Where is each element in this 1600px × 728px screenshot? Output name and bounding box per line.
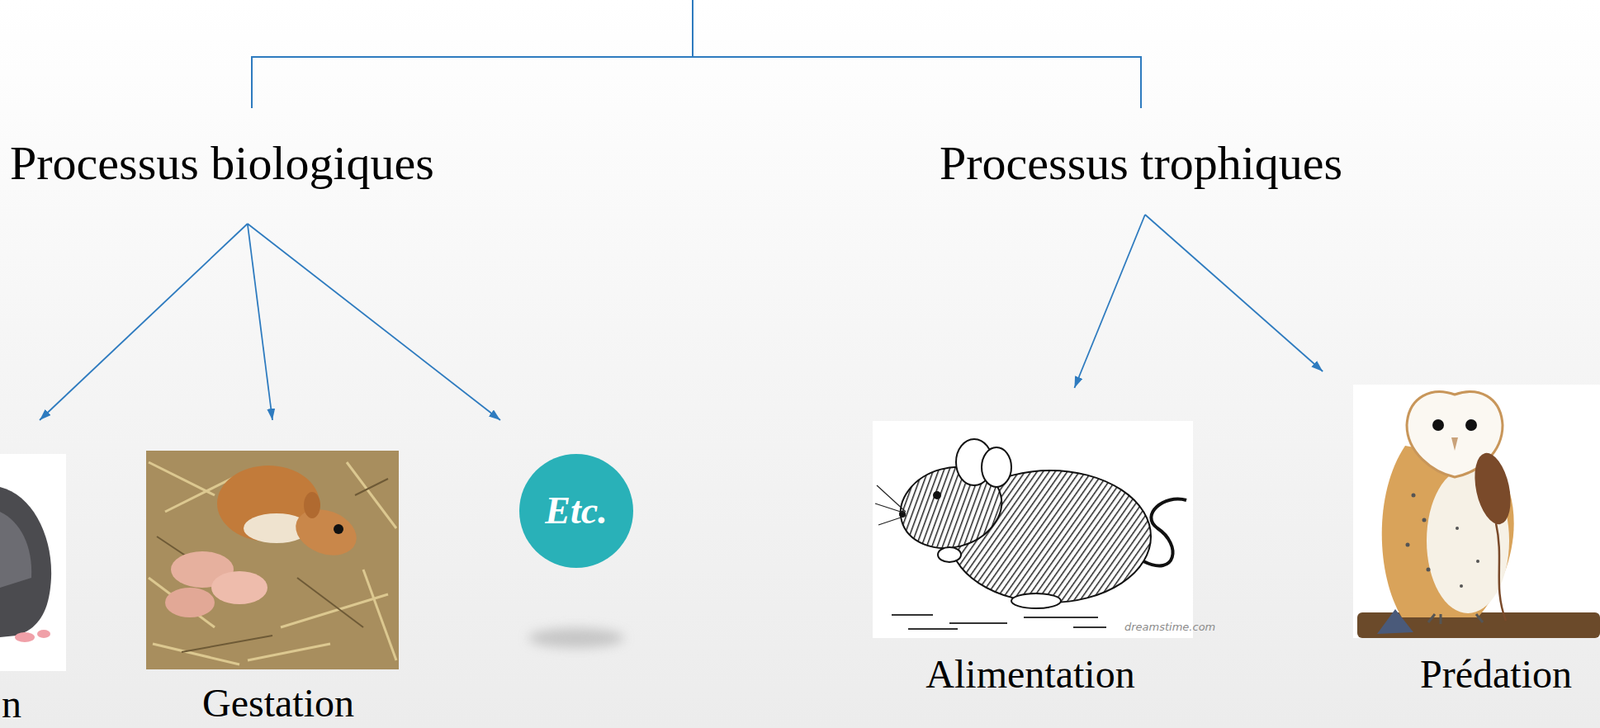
hatch-line <box>1073 626 1107 629</box>
spot <box>1455 526 1459 531</box>
whisker <box>878 515 906 526</box>
picture-node: Gestation <box>146 450 399 725</box>
watermark: dreamstime.com <box>1124 620 1216 634</box>
arrow-connector <box>1074 214 1146 389</box>
picture-node: n <box>0 454 67 726</box>
pup <box>211 571 268 605</box>
rat-ear <box>981 447 1012 488</box>
circle-text: Etc. <box>544 489 607 533</box>
prey-mouse <box>1468 449 1516 528</box>
picture-node: Alimentation <box>872 421 1193 696</box>
process-heading: Processus trophiques <box>939 134 1343 193</box>
caption-holder: Alimentation <box>925 654 1135 695</box>
arrow-connector <box>247 223 501 421</box>
straw-line <box>363 569 397 661</box>
ground-hatching <box>891 615 1107 630</box>
owl-spots <box>1405 493 1481 589</box>
circle-shadow <box>528 628 625 649</box>
whiskers <box>875 485 906 526</box>
caption-holder: n <box>1 684 22 725</box>
owl-feet <box>1428 614 1483 625</box>
rat-eye <box>932 491 942 500</box>
prey-tail <box>1495 523 1506 621</box>
process-heading: Processus biologiques <box>9 134 435 193</box>
spot <box>1476 559 1480 564</box>
owl-drawing <box>1353 384 1600 639</box>
caption-text: Alimentation <box>925 654 1135 695</box>
bracket-line <box>251 0 1141 109</box>
rat-paw <box>937 547 961 563</box>
rat-foot <box>1011 593 1061 609</box>
heading-text: Processus trophiques <box>939 134 1343 193</box>
photo-ground <box>0 454 67 672</box>
spot <box>1422 518 1427 523</box>
picture-node: Prédation <box>1353 384 1600 696</box>
spot <box>1405 543 1411 548</box>
arrow-connector <box>247 223 273 421</box>
straw-line <box>346 462 397 529</box>
mouse-body <box>0 487 52 638</box>
gestation-photo <box>146 450 399 670</box>
caption-text: n <box>1 684 22 725</box>
spot <box>1411 493 1416 498</box>
caption-holder: Prédation <box>1420 654 1572 695</box>
heading-text: Processus biologiques <box>9 134 435 193</box>
owl-eye <box>1465 419 1477 431</box>
straw-line <box>297 577 364 628</box>
jerboa-head <box>288 501 363 564</box>
straw-line <box>355 478 389 496</box>
arrow-connector <box>1145 214 1323 372</box>
owl-eye <box>1432 419 1444 431</box>
jerboa-eye <box>333 524 344 535</box>
owl-beak <box>1451 437 1458 451</box>
sketch-ground <box>872 421 1193 639</box>
mouse-shade <box>0 511 32 588</box>
straw-line <box>152 643 240 665</box>
mouse-photo <box>0 454 67 672</box>
whisker <box>875 503 906 514</box>
straw <box>148 462 397 665</box>
straw-line <box>148 462 215 496</box>
straw-line <box>181 635 273 653</box>
hatch-line <box>1023 616 1099 619</box>
drawing-ground <box>1353 384 1600 639</box>
etc-circle: Etc. <box>487 454 666 569</box>
jerboa-ear <box>303 492 321 519</box>
hatch-line <box>891 614 933 616</box>
caption-text: Prédation <box>1420 654 1572 695</box>
rat-sketch <box>872 421 1193 639</box>
hatch-line <box>949 622 1008 625</box>
straw-line <box>247 643 331 661</box>
circle-shape <box>519 454 634 569</box>
pup <box>165 587 215 618</box>
hay-ground <box>146 450 399 670</box>
spot <box>1426 568 1431 573</box>
mouse-foot <box>14 632 35 643</box>
caption-text: Gestation <box>202 683 355 724</box>
whisker <box>876 485 906 512</box>
spot <box>1459 584 1463 588</box>
caption-holder: Gestation <box>202 683 355 724</box>
straw-line <box>280 594 389 628</box>
mouse-foot <box>37 629 51 639</box>
hatch-line <box>908 628 958 630</box>
arrow-connector <box>39 223 248 421</box>
